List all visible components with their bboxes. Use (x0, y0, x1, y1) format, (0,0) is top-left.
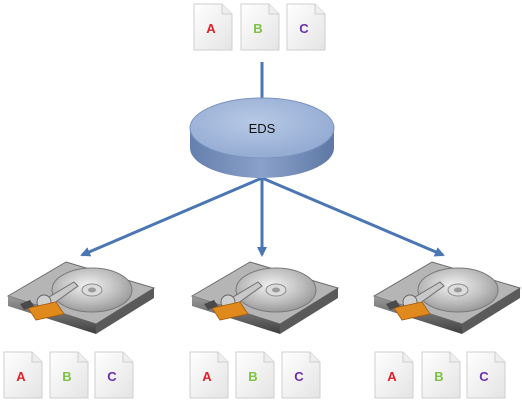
eds-cylinder-top (189, 97, 335, 159)
doc-letter-c: C (294, 369, 304, 384)
hard-drive-icon (191, 261, 339, 335)
document-icon: B (235, 351, 275, 399)
drive-right-documents: A B C (374, 351, 506, 399)
eds-label: EDS (249, 121, 276, 136)
hard-drives (7, 261, 521, 335)
doc-letter-c: C (107, 369, 117, 384)
document-icon: B (421, 351, 461, 399)
arrow-eds-to-drive-left (80, 176, 263, 257)
hard-drive-icon (373, 261, 521, 335)
source-doc-letter-c: C (299, 21, 309, 36)
document-icon: C (281, 351, 321, 399)
source-documents: A B C (193, 3, 326, 51)
document-icon: B (49, 351, 89, 399)
document-icon: A (3, 351, 43, 399)
doc-letter-b: B (248, 369, 257, 384)
document-icon: A (374, 351, 414, 399)
document-icon: C (466, 351, 506, 399)
source-doc-letter-b: B (253, 21, 262, 36)
source-doc-letter-a: A (206, 21, 216, 36)
doc-letter-b: B (62, 369, 71, 384)
drive-left-documents: A B C (3, 351, 134, 399)
document-icon: A (193, 3, 233, 51)
document-icon: C (94, 351, 134, 399)
doc-letter-b: B (434, 369, 443, 384)
doc-letter-a: A (202, 369, 212, 384)
doc-letter-a: A (387, 369, 397, 384)
eds-node: EDS (189, 97, 335, 178)
document-icon: C (286, 3, 326, 51)
doc-letter-c: C (479, 369, 489, 384)
document-icon: B (240, 3, 280, 51)
doc-letter-a: A (16, 369, 26, 384)
document-icon: A (189, 351, 229, 399)
arrow-eds-to-drive-right (261, 176, 445, 257)
hard-drive-icon (7, 261, 155, 335)
drive-center-documents: A B C (189, 351, 321, 399)
